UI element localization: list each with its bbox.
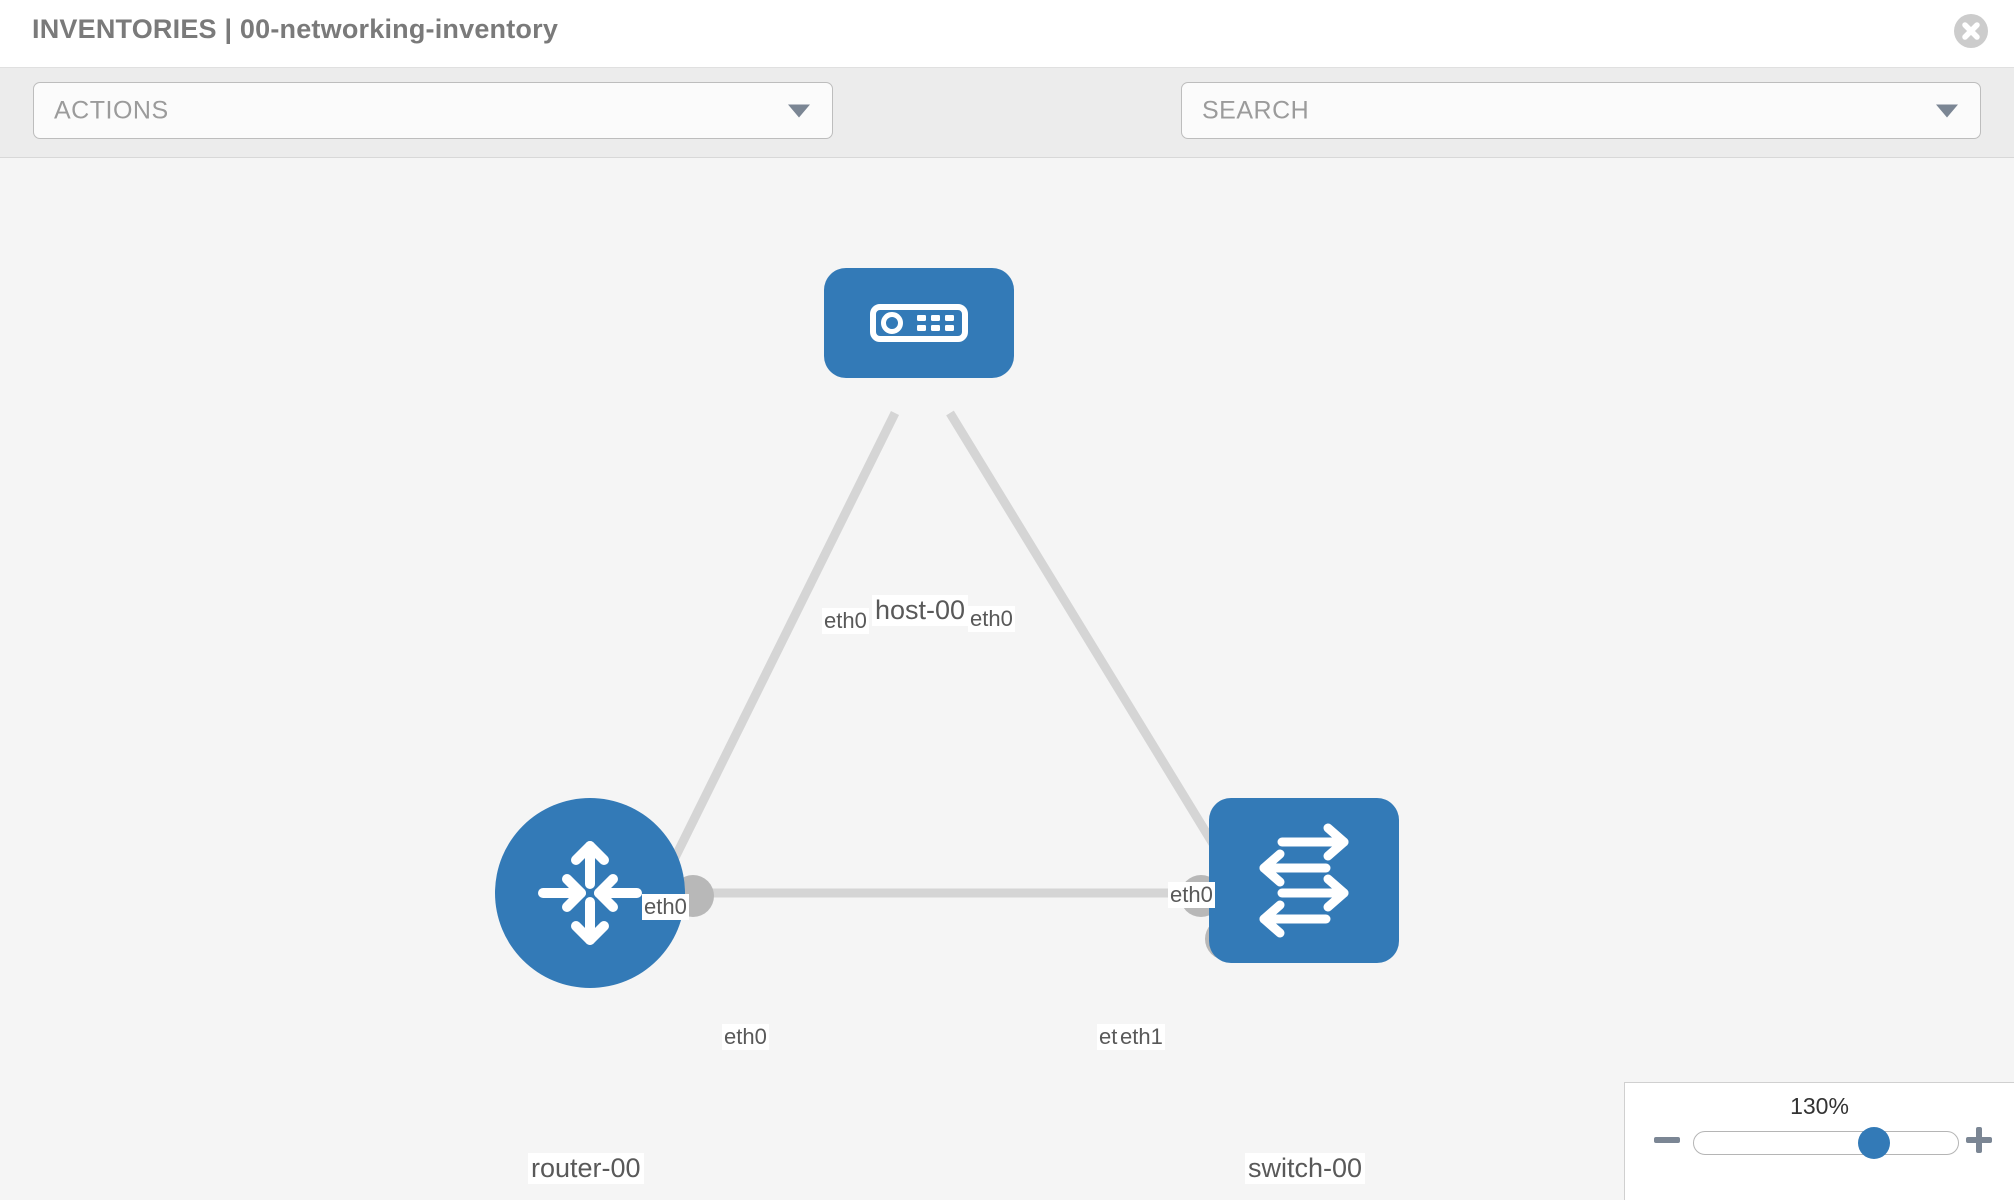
- server-icon: [870, 304, 968, 342]
- search-placeholder: SEARCH: [1202, 96, 1310, 124]
- host-node-shape[interactable]: [824, 268, 1014, 378]
- plus-icon[interactable]: [1962, 1123, 1996, 1157]
- actions-dropdown-label: ACTIONS: [54, 96, 169, 124]
- router-arrows-icon: [538, 841, 642, 945]
- node-host-00[interactable]: [824, 268, 1014, 378]
- edge-label-router-right: eth0: [722, 1024, 769, 1051]
- node-router-00-label: router-00: [528, 1153, 644, 1185]
- node-switch-00[interactable]: [1209, 798, 1399, 963]
- edge-label-host-left: eth0: [822, 608, 869, 635]
- node-router-00[interactable]: [495, 798, 685, 988]
- edge-label-router-up: eth0: [642, 894, 689, 921]
- switch-arrows-icon: [1259, 823, 1349, 937]
- toolbar: ACTIONS SEARCH: [0, 68, 2014, 196]
- page-title: INVENTORIES | 00-networking-inventory: [32, 14, 559, 44]
- node-switch-00-label: switch-00: [1245, 1153, 1366, 1185]
- page-header: INVENTORIES | 00-networking-inventory: [0, 0, 2014, 68]
- edge-label-switch-up: eth0: [1168, 882, 1215, 909]
- link-host-router: [655, 411, 900, 890]
- switch-node-shape[interactable]: [1209, 798, 1399, 963]
- chevron-down-icon: [1936, 104, 1958, 117]
- search-input[interactable]: SEARCH: [1181, 82, 1981, 139]
- node-host-00-label: host-00: [872, 595, 969, 627]
- topology-canvas[interactable]: host-00 router-00: [0, 158, 2014, 1200]
- edge-label-host-right: eth0: [968, 606, 1015, 633]
- zoom-slider[interactable]: [1693, 1127, 1959, 1159]
- close-icon[interactable]: [1954, 14, 1988, 48]
- chevron-down-icon: [788, 104, 810, 117]
- zoom-slider-thumb[interactable]: [1857, 1127, 1890, 1159]
- actions-dropdown[interactable]: ACTIONS: [33, 82, 833, 139]
- zoom-control-panel: 130%: [1624, 1082, 2014, 1200]
- topology-links: [655, 410, 1244, 898]
- minus-icon[interactable]: [1650, 1123, 1684, 1157]
- edge-label-switch-left: eth1: [1118, 1024, 1165, 1051]
- zoom-level-value: 130%: [1790, 1093, 1849, 1119]
- link-host-switch: [946, 410, 1244, 891]
- router-node-shape[interactable]: [495, 798, 685, 988]
